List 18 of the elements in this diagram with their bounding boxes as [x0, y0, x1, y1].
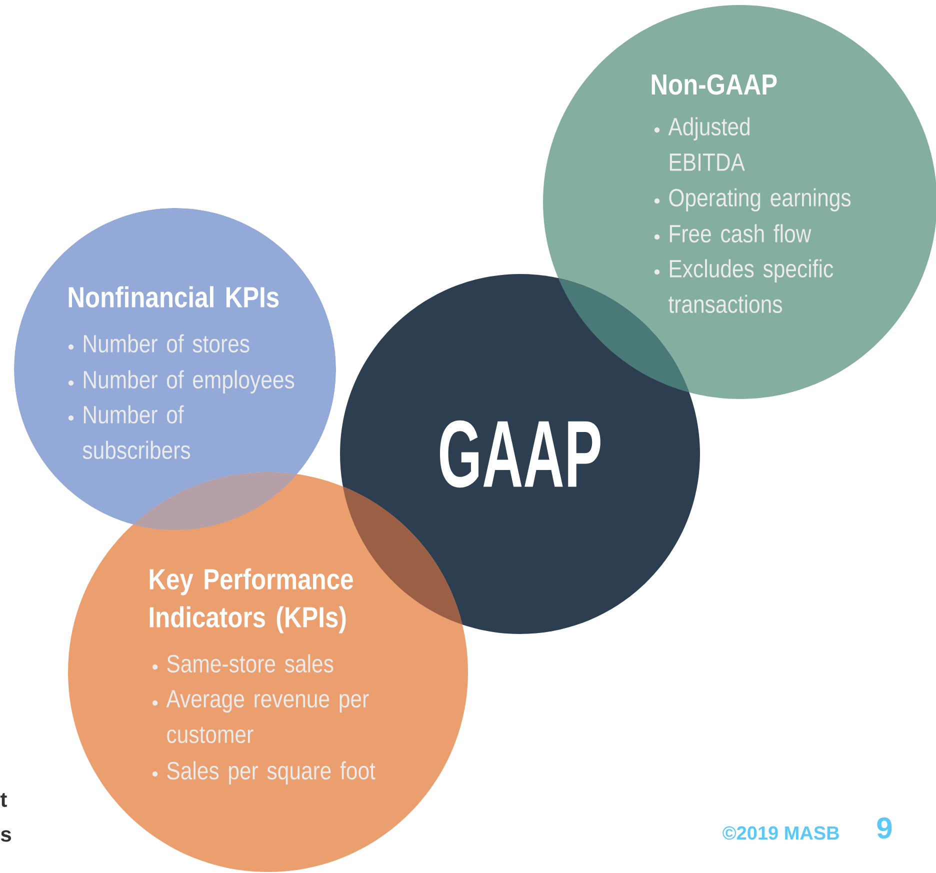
cut-off-text: s: [0, 830, 12, 842]
cut-off-text: t: [0, 793, 7, 807]
copyright-note: ©2019 MASB: [722, 826, 839, 840]
heading: Nonfinancial KPIs: [68, 286, 279, 308]
bullet-item: Same-store sales: [167, 654, 334, 673]
heading: Non-GAAP: [652, 74, 777, 95]
bullet-item: Operating earnings: [669, 188, 851, 212]
bullet-item: Excludes specific transactions: [668, 259, 834, 314]
heading: Key Performance Indicators (KPIs): [150, 568, 353, 634]
bullet-item: Sales per square foot: [167, 761, 376, 784]
bullet-item: Number of stores: [84, 334, 250, 353]
bullet-item: Number of subscribers: [82, 405, 190, 460]
bullet-item: Adjusted EBITDA: [668, 117, 750, 171]
page-number: 9: [877, 817, 892, 839]
circle-label: GAAP: [440, 420, 600, 488]
bullet-item: Average revenue per customer: [166, 690, 369, 744]
bullet-item: Free cash flow: [670, 224, 812, 243]
bullet-item: Number of employees: [84, 370, 294, 394]
